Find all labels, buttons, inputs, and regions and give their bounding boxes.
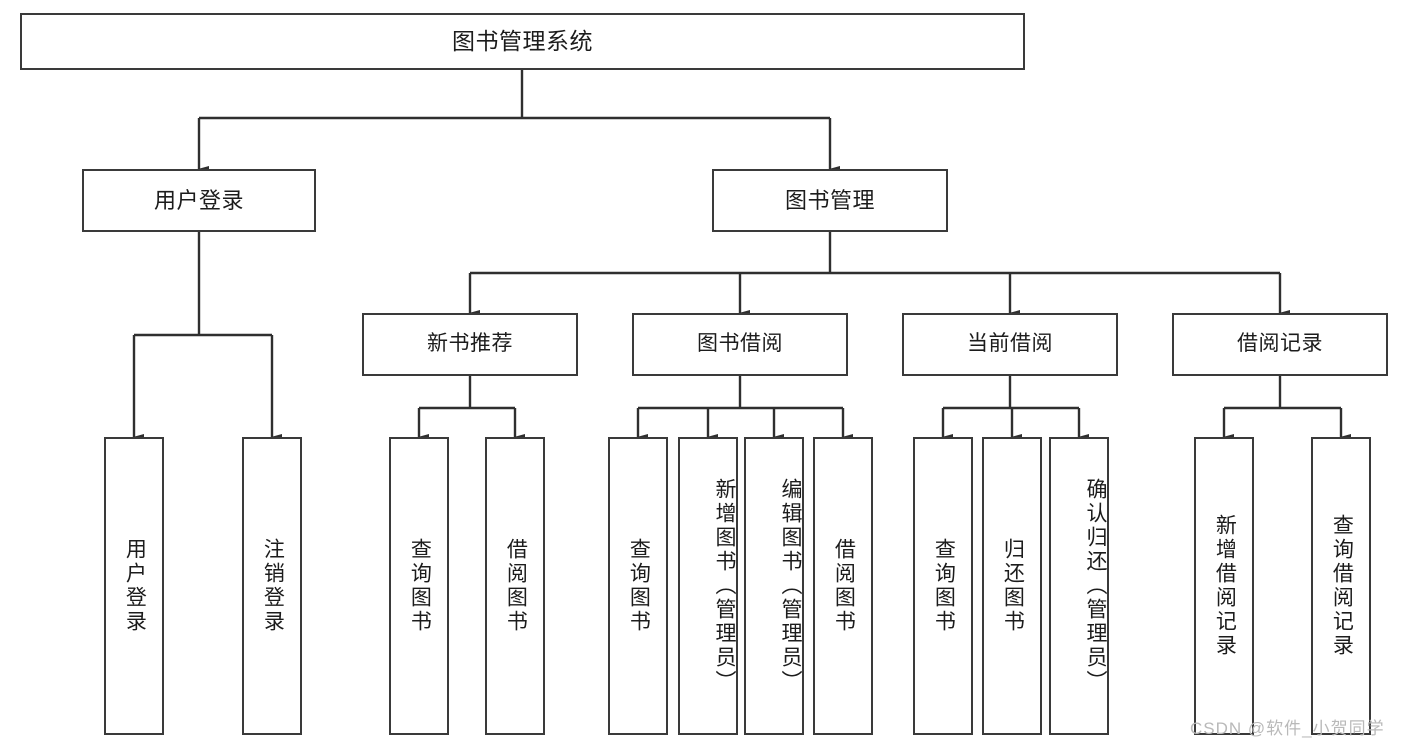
node-user-login[interactable]: 用户登录 [82, 169, 316, 232]
node-borrow-record[interactable]: 借阅记录 [1172, 313, 1388, 376]
node-leaf-borrow-book-1[interactable]: 借阅图书 [485, 437, 545, 735]
node-leaf-query-book-1[interactable]: 查询图书 [389, 437, 449, 735]
node-leaf-add-book[interactable]: 新增图书（管理员） [678, 437, 738, 735]
node-book-borrow[interactable]: 图书借阅 [632, 313, 848, 376]
node-leaf-edit-book[interactable]: 编辑图书（管理员） [744, 437, 804, 735]
node-leaf-borrow-book-2[interactable]: 借阅图书 [813, 437, 873, 735]
node-book-manage[interactable]: 图书管理 [712, 169, 948, 232]
watermark-label: CSDN @软件_小贺同学 [1190, 719, 1385, 738]
node-leaf-query-record[interactable]: 查询借阅记录 [1311, 437, 1371, 735]
node-leaf-cancel-login[interactable]: 注销登录 [242, 437, 302, 735]
node-leaf-user-login[interactable]: 用户登录 [104, 437, 164, 735]
node-leaf-add-record[interactable]: 新增借阅记录 [1194, 437, 1254, 735]
node-leaf-confirm-return[interactable]: 确认归还（管理员） [1049, 437, 1109, 735]
node-leaf-query-book-2[interactable]: 查询图书 [608, 437, 668, 735]
node-root[interactable]: 图书管理系统 [20, 13, 1025, 70]
node-current-borrow[interactable]: 当前借阅 [902, 313, 1118, 376]
node-leaf-query-book-3[interactable]: 查询图书 [913, 437, 973, 735]
node-new-book-recommend[interactable]: 新书推荐 [362, 313, 578, 376]
node-leaf-return-book[interactable]: 归还图书 [982, 437, 1042, 735]
